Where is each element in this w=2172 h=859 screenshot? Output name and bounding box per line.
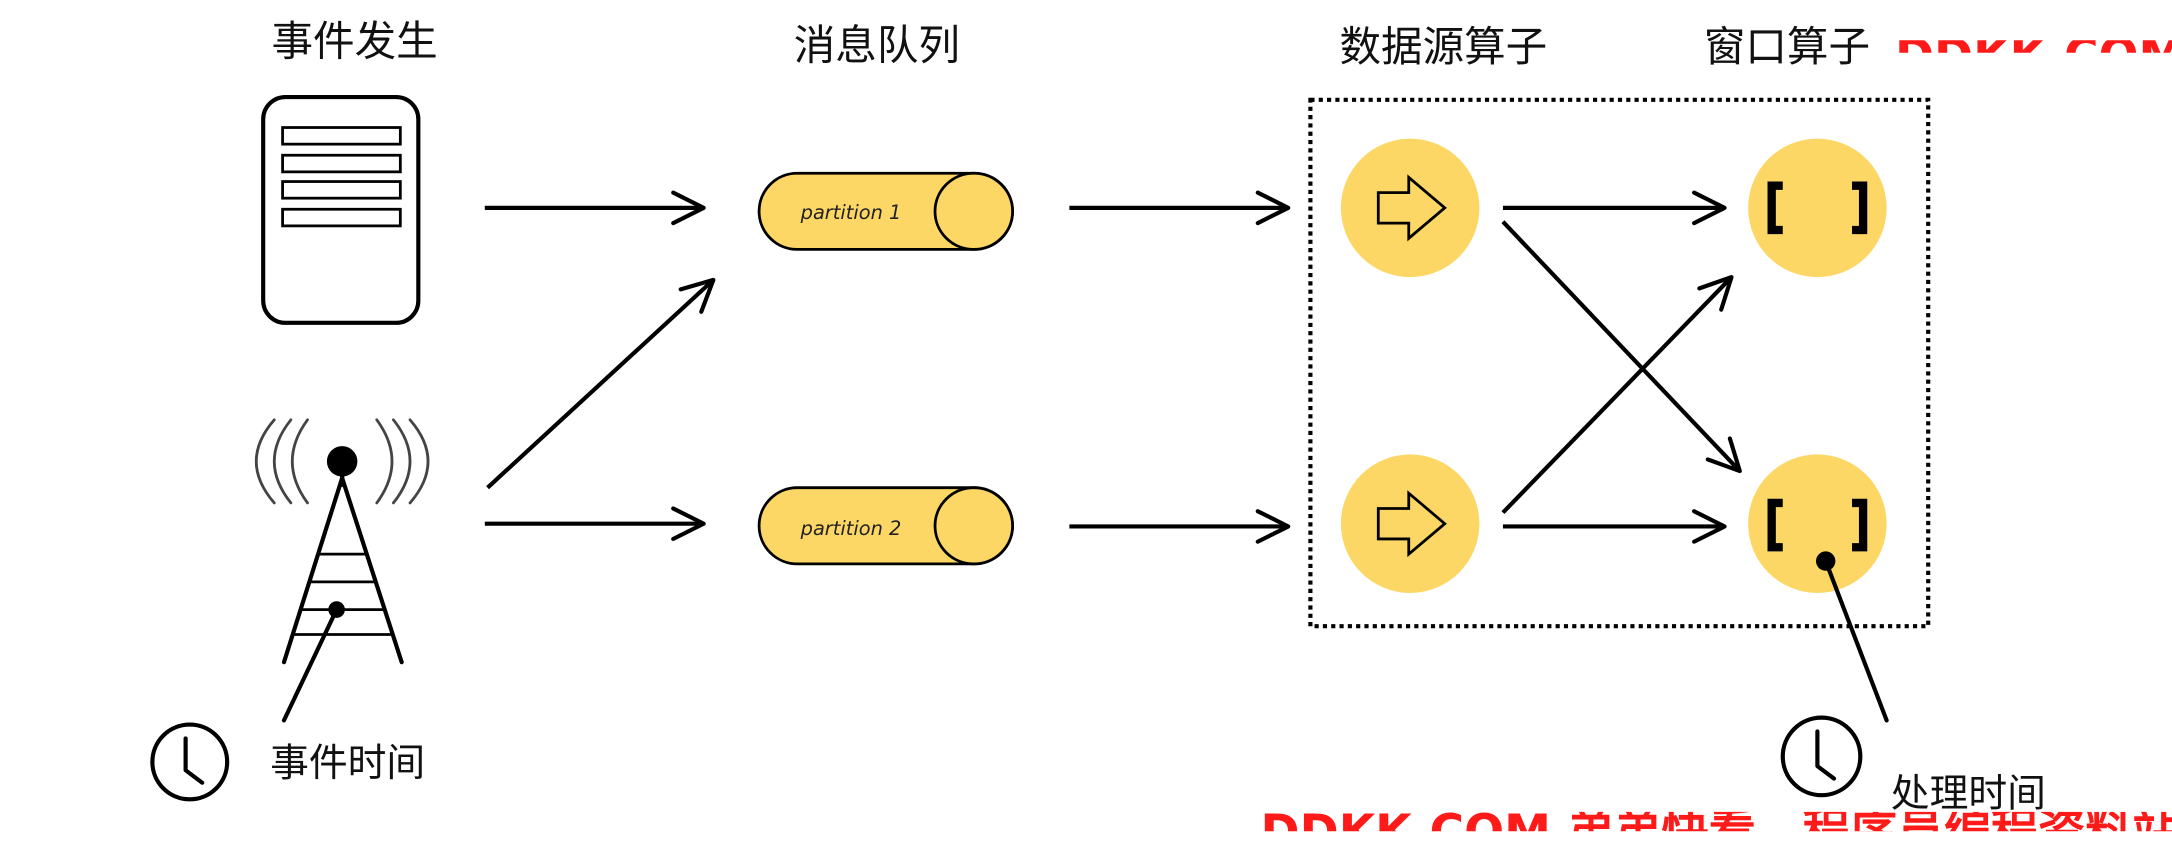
clock-icon bbox=[1780, 715, 1863, 798]
arrow-source2-to-window1 bbox=[1501, 275, 1734, 515]
watermark-bottom-text: DDKK.COM 弟弟快看，程序员编程资料站 bbox=[1261, 805, 2172, 859]
hollow-arrow-icon bbox=[1376, 174, 1447, 242]
watermark-top-text: DDKK.COM bbox=[1895, 29, 2172, 84]
brackets-icon bbox=[1767, 498, 1868, 552]
processing-time-label: 处理时间 bbox=[1891, 771, 2046, 816]
partition-2-cylinder: partition 2 bbox=[757, 486, 1014, 566]
partition-1-label: partition 1 bbox=[800, 201, 902, 224]
source-operator-1 bbox=[1340, 138, 1480, 278]
window-operator-2 bbox=[1748, 454, 1887, 593]
partition-2-label: partition 2 bbox=[800, 517, 902, 540]
brackets-icon bbox=[1767, 181, 1868, 235]
operator-group-box bbox=[1308, 97, 1931, 629]
processing-time-pointer bbox=[1816, 551, 1889, 723]
source-operator-2 bbox=[1340, 454, 1480, 593]
clock-icon bbox=[150, 722, 230, 802]
header-source-operator: 数据源算子 bbox=[1340, 22, 1548, 71]
watermark-top: DDKK.COM bbox=[1895, 29, 2172, 84]
header-event-occur: 事件发生 bbox=[272, 16, 438, 65]
watermark-bottom: DDKK.COM 弟弟快看，程序员编程资料站 bbox=[1261, 805, 2172, 859]
hollow-arrow-icon bbox=[1376, 490, 1447, 558]
signal-tower-icon bbox=[255, 418, 430, 665]
header-window-operator: 窗口算子 bbox=[1704, 22, 1870, 71]
event-time-pointer bbox=[281, 601, 345, 723]
window-operator-1 bbox=[1748, 138, 1887, 278]
arrow-source1-to-window2 bbox=[1501, 220, 1742, 474]
partition-1-cylinder: partition 1 bbox=[757, 171, 1014, 251]
event-time-label: 事件时间 bbox=[270, 741, 425, 786]
arrow-tower-to-partition1 bbox=[486, 277, 716, 490]
server-icon bbox=[261, 94, 421, 325]
header-message-queue: 消息队列 bbox=[794, 21, 960, 70]
